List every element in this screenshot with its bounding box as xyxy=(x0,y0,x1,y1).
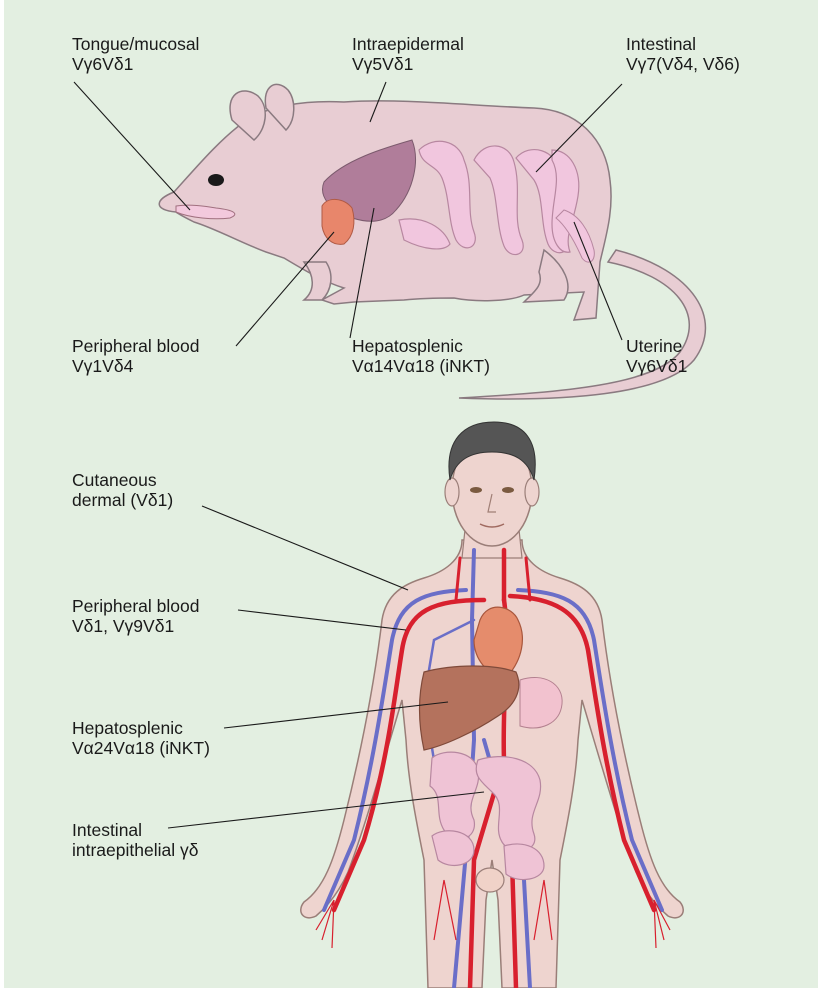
label-line1: Hepatosplenic xyxy=(72,718,210,738)
mouse-eye xyxy=(208,174,224,186)
mouse-front-leg xyxy=(304,262,331,300)
human-ear-left xyxy=(445,478,459,506)
label-line2: Vγ6Vδ1 xyxy=(72,54,199,74)
human-illustration xyxy=(301,422,683,988)
label-hepatosplenic-mouse: Hepatosplenic Vα14Vα18 (iNKT) xyxy=(352,336,490,376)
label-line2: Vγ1Vδ4 xyxy=(72,356,199,376)
label-line1: Hepatosplenic xyxy=(352,336,490,356)
label-cutaneous-dermal: Cutaneous dermal (Vδ1) xyxy=(72,470,173,510)
leader-cutaneous xyxy=(202,506,408,590)
label-peripheral-blood-mouse: Peripheral blood Vγ1Vδ4 xyxy=(72,336,199,376)
leader-tongue xyxy=(74,82,190,210)
label-line1: Tongue/mucosal xyxy=(72,34,199,54)
mouse-thymus xyxy=(322,199,354,244)
label-line1: Cutaneous xyxy=(72,470,173,490)
label-line1: Intestinal xyxy=(72,820,198,840)
human-eye-left xyxy=(470,487,482,493)
human-bladder xyxy=(476,868,504,892)
human-ear-right xyxy=(525,478,539,506)
label-line2: dermal (Vδ1) xyxy=(72,490,173,510)
label-line2: Vγ5Vδ1 xyxy=(352,54,464,74)
label-intestinal-human: Intestinal intraepithelial γδ xyxy=(72,820,198,860)
label-line1: Intraepidermal xyxy=(352,34,464,54)
label-line1: Peripheral blood xyxy=(72,596,199,616)
label-line2: Vγ6Vδ1 xyxy=(626,356,687,376)
label-tongue-mucosal: Tongue/mucosal Vγ6Vδ1 xyxy=(72,34,199,74)
label-uterine: Uterine Vγ6Vδ1 xyxy=(626,336,687,376)
label-line1: Intestinal xyxy=(626,34,740,54)
figure-panel: Tongue/mucosal Vγ6Vδ1 Intraepidermal Vγ5… xyxy=(4,0,818,988)
label-line2: Vδ1, Vγ9Vδ1 xyxy=(72,616,199,636)
label-line2: Vα24Vα18 (iNKT) xyxy=(72,738,210,758)
label-line1: Uterine xyxy=(626,336,687,356)
human-eye-right xyxy=(502,487,514,493)
label-peripheral-blood-human: Peripheral blood Vδ1, Vγ9Vδ1 xyxy=(72,596,199,636)
label-line2: Vγ7(Vδ4, Vδ6) xyxy=(626,54,740,74)
label-line1: Peripheral blood xyxy=(72,336,199,356)
label-hepatosplenic-human: Hepatosplenic Vα24Vα18 (iNKT) xyxy=(72,718,210,758)
leader-peripheral-human xyxy=(238,610,406,630)
label-intestinal-mouse: Intestinal Vγ7(Vδ4, Vδ6) xyxy=(626,34,740,74)
label-line2: Vα14Vα18 (iNKT) xyxy=(352,356,490,376)
label-line2: intraepithelial γδ xyxy=(72,840,198,860)
label-intraepidermal: Intraepidermal Vγ5Vδ1 xyxy=(352,34,464,74)
